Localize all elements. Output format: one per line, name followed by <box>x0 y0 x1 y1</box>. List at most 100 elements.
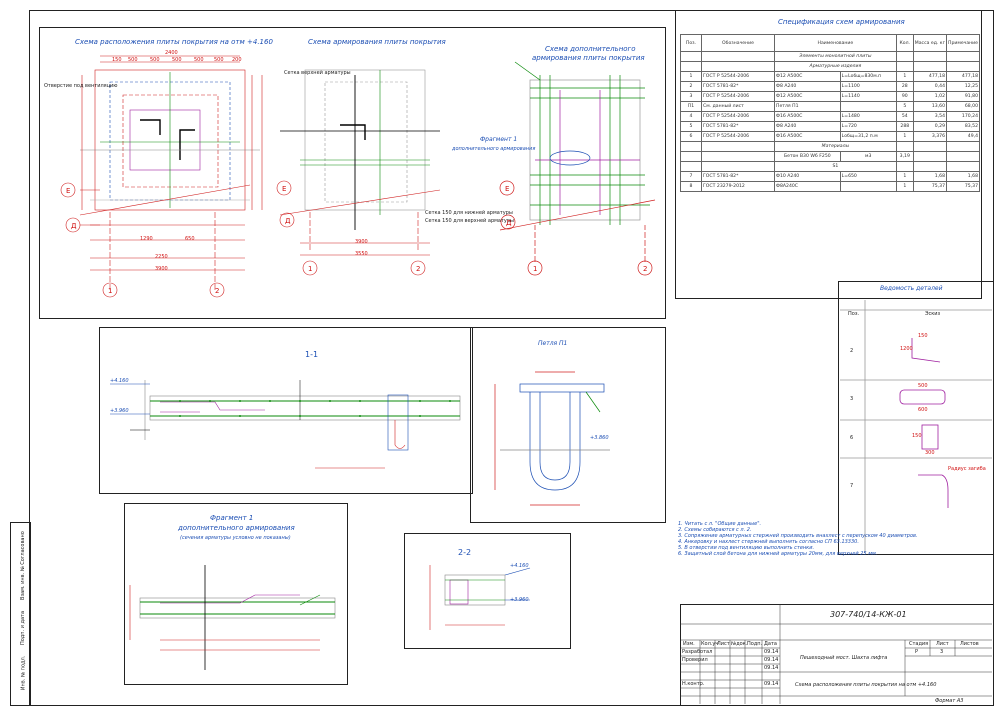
axis-label-ec: Е <box>505 185 510 193</box>
dim-top-2: 500 <box>128 57 138 63</box>
stamp-role-4: Н.контр. <box>682 681 705 687</box>
stamp-date-3: 09.14 <box>764 665 779 671</box>
stamp-date-2: 09.14 <box>764 657 779 663</box>
details-pos-3: 3 <box>850 396 854 402</box>
panel-section-1-1 <box>99 327 473 494</box>
dim-bottom-3: 3900 <box>155 266 168 272</box>
fragment1-note: (сечения арматуры условно не показаны) <box>180 535 291 541</box>
level-mark-2: +3.960 <box>110 408 129 414</box>
fragment-label-1: Фрагмент 1 <box>480 136 518 143</box>
stamp-col-4: №док. <box>731 641 748 647</box>
spec-cell: 75,37 <box>912 181 948 192</box>
axis-label-eb: Е <box>282 185 287 193</box>
spec-title: Спецификация схем армирования <box>778 18 905 26</box>
level-mark-5: +4.160 <box>510 563 529 569</box>
spec-cell: ГОСТ 23279-2012 <box>701 181 775 192</box>
panel-details <box>838 281 994 555</box>
axis-label-2b: 2 <box>416 265 421 273</box>
stamp-col-6: Дата <box>764 641 777 647</box>
panel-loop <box>470 327 666 523</box>
axis-label-db: Д <box>285 217 291 225</box>
dim-top-4: 500 <box>172 57 182 63</box>
dim-top-5: 500 <box>194 57 204 63</box>
level-mark-4: +3.960 <box>510 597 529 603</box>
fragment1-drawing <box>129 565 336 670</box>
details-dim-7a: Радиус загиба <box>948 466 986 472</box>
details-dim-6a: 150 <box>912 433 922 439</box>
scheme-plate-title: Схема расположения плиты покрытия на отм… <box>75 38 273 46</box>
stamp-sheet-h: Лист <box>936 641 949 647</box>
note-rebar-mid: Сетка 150 для нижней арматуры <box>425 210 513 216</box>
stamp-col-1: Изм. <box>683 641 695 647</box>
section-2-2-title: 2-2 <box>458 548 472 557</box>
stamp-project: Пешеходный мост. Шахта лифта <box>800 655 888 661</box>
spec-cell <box>839 181 897 192</box>
dim-bottom-5: 3550 <box>355 251 368 257</box>
axis-label-1c: 1 <box>533 265 538 273</box>
details-pos-7: 7 <box>850 483 854 489</box>
dim-top-6: 500 <box>214 57 224 63</box>
stamp-format: Формат А3 <box>935 698 964 704</box>
stamp-stage-h: Стадия <box>909 641 929 647</box>
plan-reinforcement <box>276 69 441 276</box>
loop-title: Петля П1 <box>538 340 568 347</box>
notes-block: 1. Читать с л. "Общие данные". 2. Схемы … <box>678 521 978 557</box>
stamp-date-4: 09.14 <box>764 681 779 687</box>
note-6: 6. Защитный слой бетона для нижней армат… <box>678 551 878 557</box>
dim-bottom-2: 2250 <box>155 254 168 260</box>
stamp-code: 307-740/14-КЖ-01 <box>830 610 907 619</box>
axis-label-2c: 2 <box>643 265 648 273</box>
note-2: 2. Схемы собираются с л. 2. <box>678 527 752 533</box>
plan-plate-layout <box>60 55 263 298</box>
stamp-role-1: Разработал <box>682 649 713 655</box>
fragment-label-2: дополнительного армирования <box>452 146 536 152</box>
panel-plans <box>39 27 666 319</box>
details-title: Ведомость деталей <box>880 285 943 292</box>
level-mark-3: +3.860 <box>590 435 609 441</box>
side-stamp <box>10 522 31 706</box>
stamp-date-1: 09.14 <box>764 649 779 655</box>
plan-additional <box>499 61 656 276</box>
section-1-1-title: 1-1 <box>305 350 319 359</box>
stamp-col-5: Подп. <box>747 641 763 647</box>
note-rebar-bot: Сетка 150 для верхней арматуры <box>425 218 514 224</box>
axis-label-ea: Е <box>66 187 71 195</box>
note-4: 4. Анкеровку и нахлест стержней выполнят… <box>678 539 859 545</box>
spec-cell: 75,37 <box>946 181 980 192</box>
panel-spec <box>675 10 982 299</box>
fragment1-sub: дополнительного армирования <box>178 524 295 532</box>
dim-top-0: 2400 <box>165 50 178 56</box>
dim-bottom-4: 3900 <box>355 239 368 245</box>
stamp-role-2: Проверил <box>682 657 708 663</box>
loop-p1-drawing <box>494 371 610 506</box>
details-h-sketch: Эскиз <box>925 311 941 317</box>
stamp-col-3: Лист <box>717 641 730 647</box>
section-2-2-drawing <box>429 565 531 630</box>
details-h-pos: Поз. <box>848 311 860 317</box>
spec-h-mass: Масса ед. кг <box>912 34 948 52</box>
details-pos-2: 2 <box>850 348 854 354</box>
spec-table: Поз. Обозначение Наименование Кол. Масса… <box>680 34 980 192</box>
level-mark-1: +4.160 <box>110 378 129 384</box>
stamp-sheet-title: Схема расположения плиты покрытия на отм… <box>795 682 937 688</box>
section-1-1-drawing <box>110 380 461 469</box>
dim-top-1: 150 <box>112 57 122 63</box>
details-dim-2b: 1200 <box>900 346 913 352</box>
axis-label-1b: 1 <box>308 265 313 273</box>
panel-section-2-2 <box>404 533 571 649</box>
axis-label-2a: 2 <box>215 287 220 295</box>
details-dim-3b: 600 <box>918 407 928 413</box>
spec-header-row: Поз. Обозначение Наименование Кол. Масса… <box>680 34 980 52</box>
details-dim-6b: 300 <box>925 450 935 456</box>
details-pos-6: 6 <box>850 435 854 441</box>
note-1: 1. Читать с л. "Общие данные". <box>678 521 762 527</box>
note-rebar-top: Сетка верхней арматуры <box>284 70 351 76</box>
note-3: 3. Сопряжение арматурных стержней произв… <box>678 533 918 539</box>
stamp-col-2: Кол.уч <box>701 641 719 647</box>
details-dim-2a: 150 <box>918 333 928 339</box>
